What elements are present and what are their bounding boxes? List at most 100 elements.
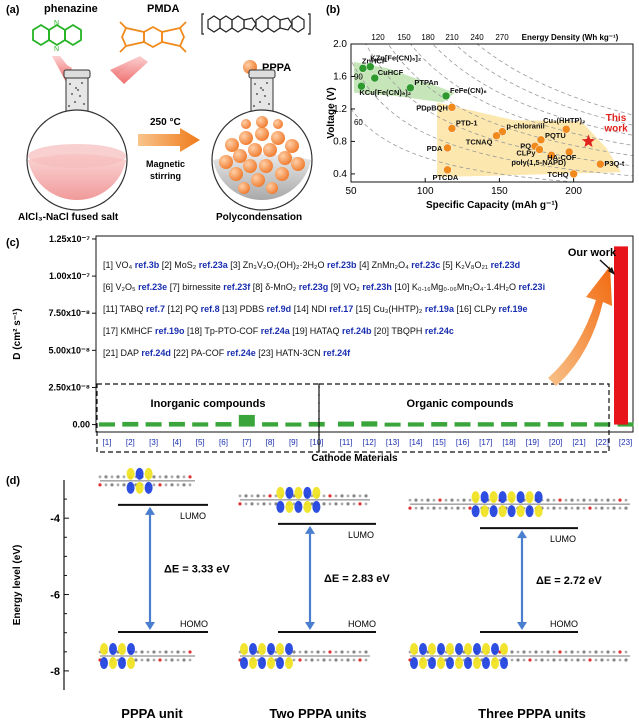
reference-citation-link[interactable]: ref.23f — [223, 282, 251, 292]
pmda-label: PMDA — [147, 3, 179, 15]
reference-citation-link[interactable]: ref.24f — [323, 348, 351, 358]
iso-energy-line — [365, 44, 633, 167]
category-label: [9] — [289, 438, 298, 447]
reference-citation-link[interactable]: ref.23e — [138, 282, 168, 292]
bar — [99, 422, 115, 427]
reference-material: [21] DAP — [103, 348, 142, 358]
scatter-point — [447, 124, 457, 133]
reference-citation-link[interactable]: ref.23h — [362, 282, 392, 292]
pmda-structure-icon — [119, 21, 187, 53]
reference-citation-link[interactable]: ref.17 — [329, 304, 354, 314]
y-tick-label: 0.8 — [333, 136, 347, 147]
y-axis-label: Voltage (V) — [326, 87, 337, 138]
scatter-point — [370, 73, 379, 83]
y-tick-label: 0.00 — [72, 420, 90, 430]
scatter-point — [596, 159, 605, 169]
inorganic-region — [353, 61, 455, 103]
reference-citation-link[interactable]: ref.23a — [198, 260, 228, 270]
point-label: p-chloranil — [506, 122, 544, 131]
bar — [168, 421, 185, 427]
reference-citation-link[interactable]: ref.19e — [498, 304, 528, 314]
bar — [145, 422, 162, 427]
our-work-label: Our work — [568, 247, 617, 259]
scatter-point — [358, 64, 368, 73]
point-label: KCu[Fe(CN)₆]₂ — [359, 88, 411, 97]
bar — [547, 422, 564, 427]
reference-material: [19] HATAQ — [292, 326, 342, 336]
reference-material: [22] PA-COF — [173, 348, 227, 358]
scatter-point — [443, 165, 452, 175]
reference-citation-link[interactable]: ref.23c — [411, 260, 441, 270]
y-axis-label: D (cm² s⁻¹) — [12, 308, 23, 359]
reference-citation-link[interactable]: ref.24d — [141, 348, 171, 358]
reference-citation-link[interactable]: ref.9d — [266, 304, 292, 314]
bar — [192, 422, 209, 427]
reference-material: [4] ZnMn₂O₄ — [359, 260, 412, 270]
reference-material: [11] TABQ — [103, 304, 147, 314]
y-tick-label: -8 — [50, 666, 60, 678]
point-label: PTD-1 — [456, 118, 478, 127]
reference-citation-link[interactable]: ref.23d — [490, 260, 521, 270]
reference-citation-link[interactable]: ref.19a — [424, 304, 454, 314]
x-axis-label: Cathode Materials — [311, 453, 398, 464]
scatter-point — [547, 150, 556, 160]
organic-region — [437, 102, 622, 178]
point-label: KZn[Fe(CN)₆]₂ — [370, 54, 421, 63]
category-label: [20] — [549, 438, 562, 447]
reference-citation-link[interactable]: ref.24c — [424, 326, 454, 336]
point-label: ZnHCF — [362, 56, 387, 65]
plot-frame — [350, 43, 634, 183]
top-tick-label: 120 — [371, 33, 385, 42]
lumo-label: LUMO — [180, 511, 206, 521]
reference-citation-link[interactable]: ref.24e — [226, 348, 256, 358]
reference-material: [1] VO₄ — [103, 260, 135, 270]
salt-label: AlCl₃-NaCl fused salt — [18, 212, 119, 223]
category-label: [11] — [340, 438, 353, 447]
bar — [431, 422, 448, 427]
panel-d-label: (d) — [6, 475, 20, 487]
reference-citation-link[interactable]: ref.8 — [200, 304, 220, 314]
y-tick-label: 7.50x10⁻⁸ — [48, 308, 90, 318]
arrow-up-icon — [305, 525, 315, 534]
pointer-arrow-icon — [608, 267, 615, 275]
scatter-point — [564, 147, 574, 157]
homo-label: HOMO — [348, 619, 376, 629]
reference-citation-link[interactable]: ref.23b — [327, 260, 357, 270]
reference-citation-link[interactable]: ref.23i — [518, 282, 546, 292]
reference-citation-link[interactable]: ref.23g — [298, 282, 329, 292]
arrow-up-icon — [145, 506, 155, 515]
reference-line: [6] V₂O₅ ref.23e [7] birnessite ref.23f … — [103, 276, 573, 298]
temperature-label: 250 °C — [150, 117, 181, 128]
reference-citation-link[interactable]: ref.3b — [134, 260, 160, 270]
reference-material: [20] TBQPH — [374, 326, 425, 336]
reference-citation-link[interactable]: ref.19o — [155, 326, 185, 336]
category-label: [2] — [126, 438, 135, 447]
top-tick-label: 240 — [470, 33, 484, 42]
phenazine-structure-icon: N N — [32, 20, 82, 53]
iso-energy-line — [454, 44, 633, 126]
reference-material: [14] NDI — [293, 304, 330, 314]
phenazine-label: phenazine — [44, 3, 98, 15]
top-tick-label: 180 — [421, 33, 435, 42]
reference-citation-link[interactable]: ref.24b — [341, 326, 372, 336]
point-label: CLPy — [516, 149, 536, 158]
iso-energy-line — [387, 44, 633, 157]
reference-citation-link[interactable]: ref.24a — [260, 326, 290, 336]
reference-citation-link[interactable]: ref.7 — [146, 304, 166, 314]
this-work-label: work — [603, 124, 628, 135]
band-gap-label: ΔE = 3.33 eV — [164, 563, 230, 575]
point-label: poly(1,5-NAPD) — [511, 158, 566, 167]
category-label: [10] — [310, 438, 323, 447]
inorganic-label: Inorganic compounds — [151, 398, 266, 410]
stirring-label-2: stirring — [150, 171, 181, 181]
molecular-orbital-icon — [238, 642, 370, 669]
bar — [215, 422, 232, 427]
reference-material: [2] MoS₂ — [161, 260, 199, 270]
category-label: [1] — [103, 438, 112, 447]
arrow-down-icon — [305, 621, 315, 630]
molecular-orbital-icon — [238, 486, 370, 513]
y-tick-label: 1.2 — [333, 104, 347, 115]
category-label: [14] — [409, 438, 422, 447]
